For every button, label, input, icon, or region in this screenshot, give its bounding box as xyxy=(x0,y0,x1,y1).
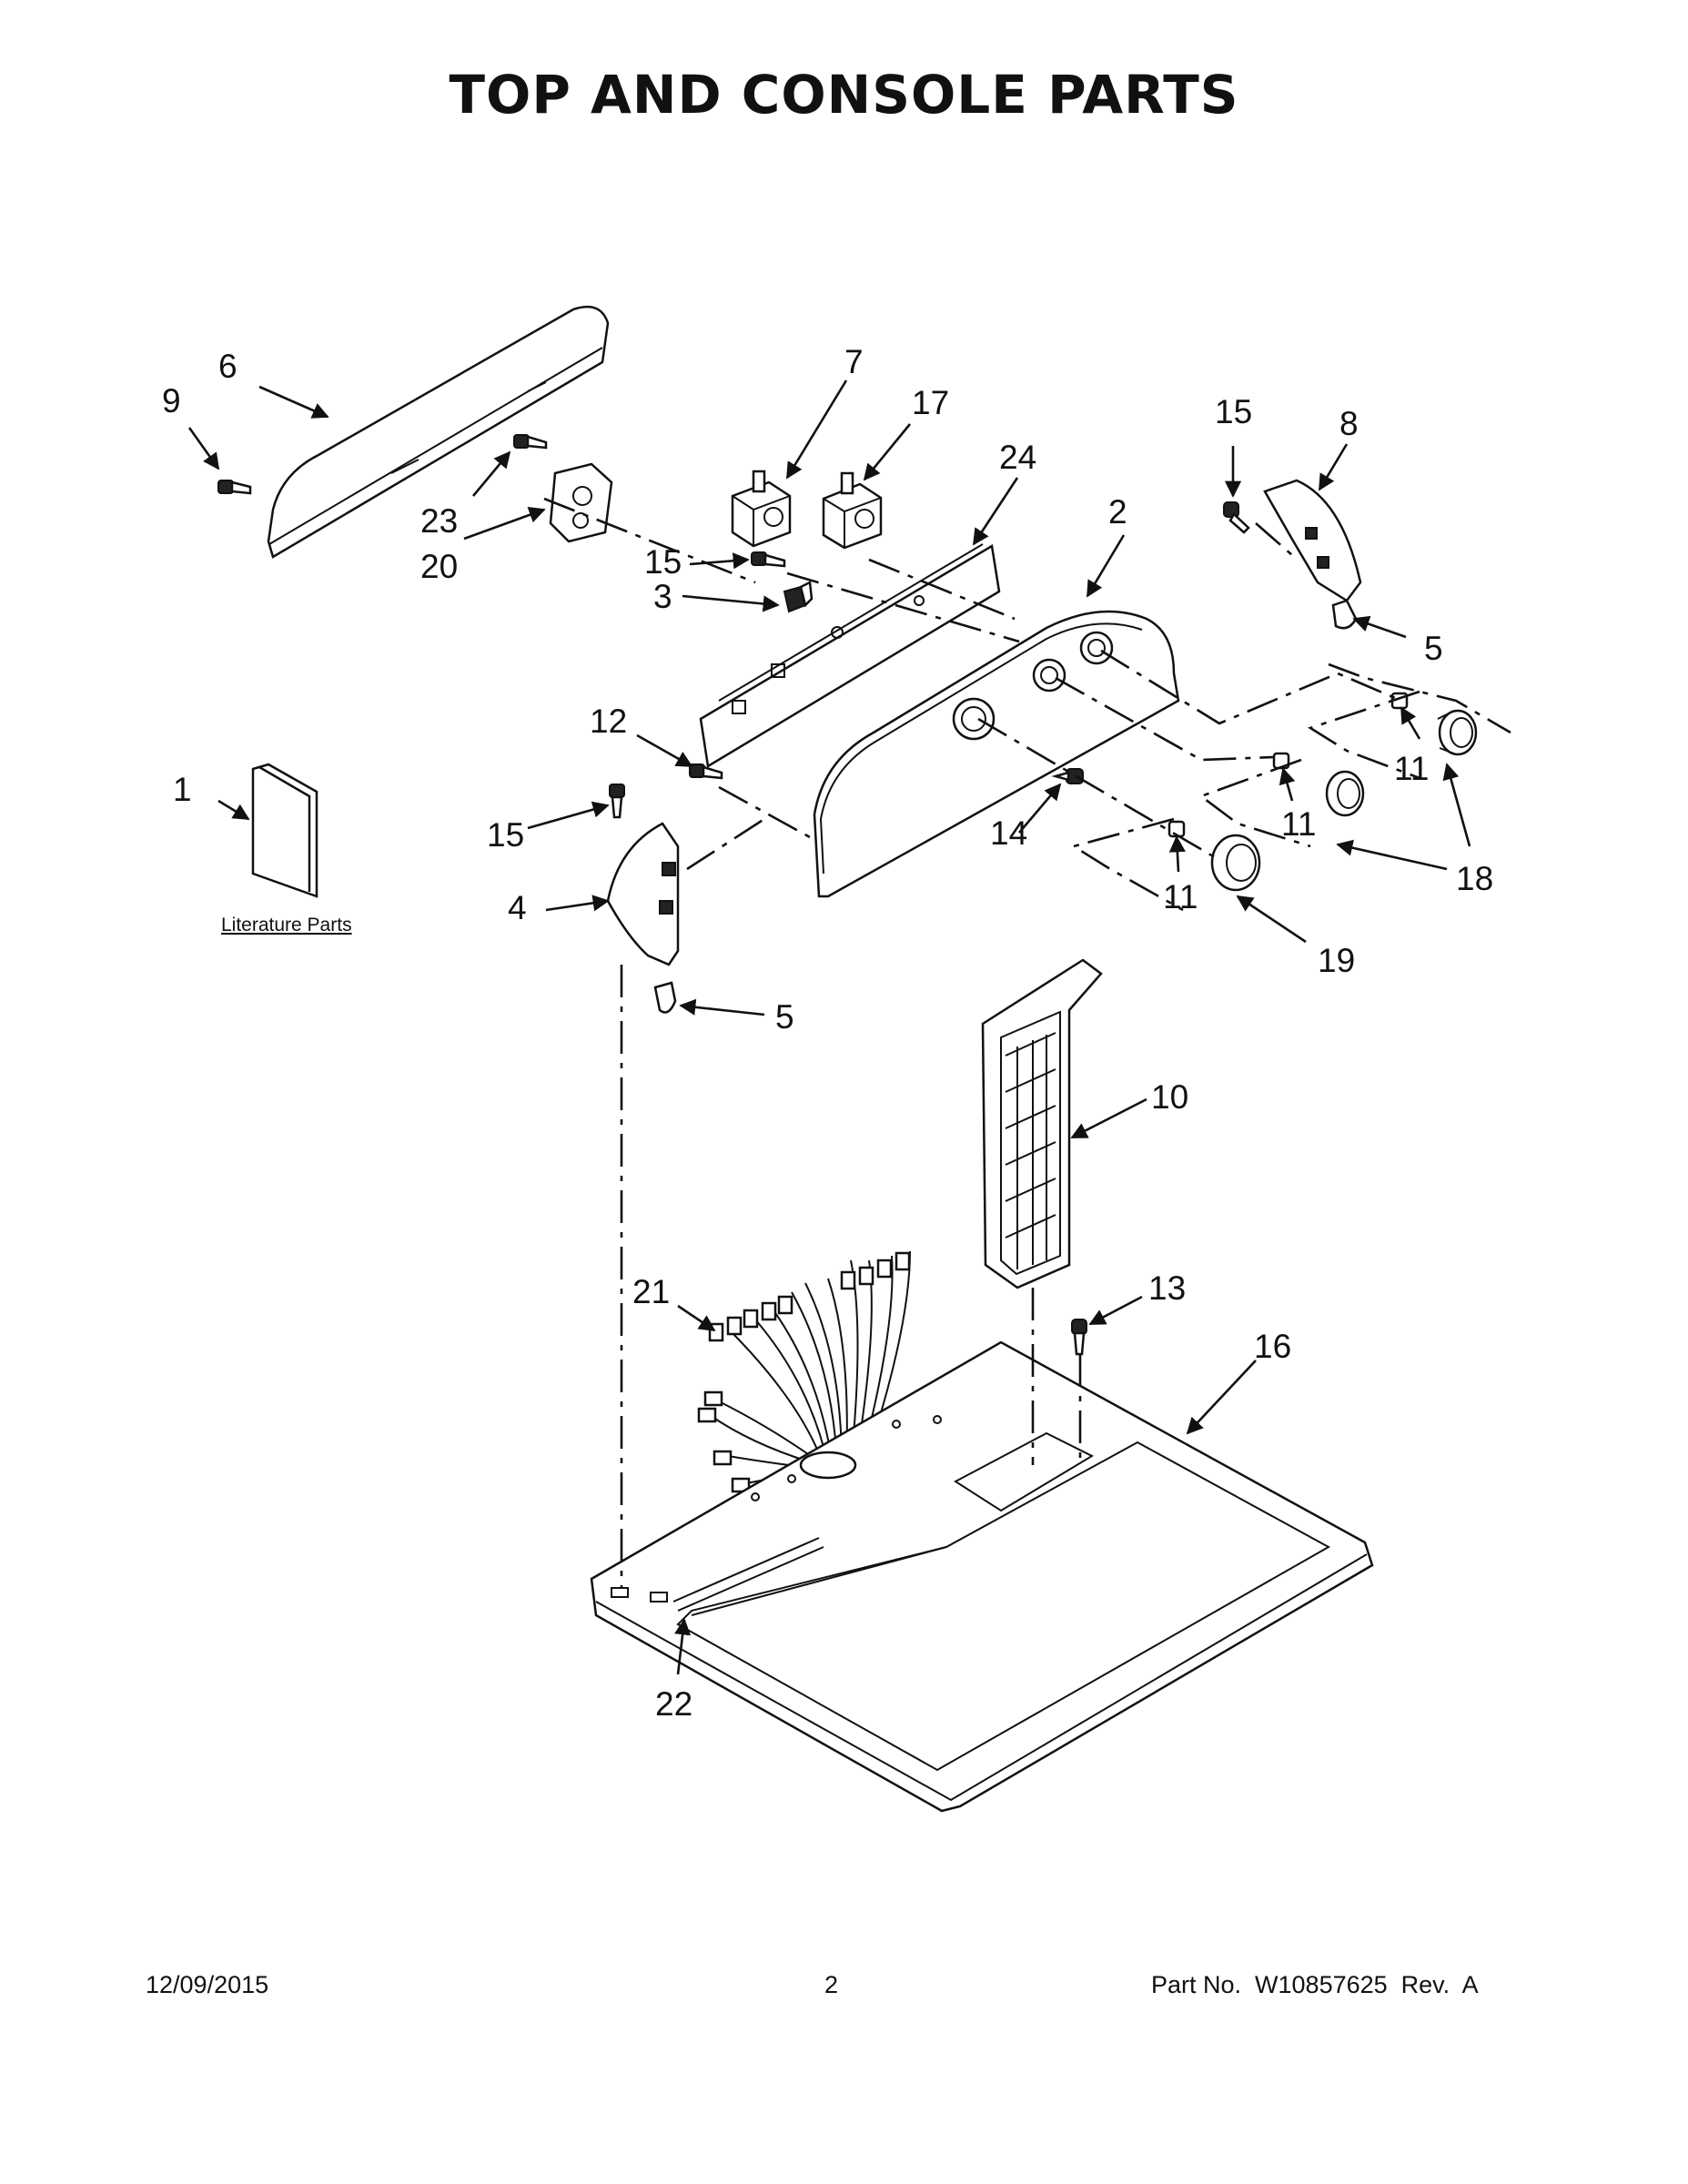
callout-15-left: 15 xyxy=(487,816,524,854)
callout-11-bottom: 11 xyxy=(1163,878,1198,915)
callout-6: 6 xyxy=(218,348,238,385)
callout-7: 7 xyxy=(844,343,864,380)
screw-9 xyxy=(217,480,252,495)
screw-15-left xyxy=(609,784,625,819)
callout-5-right: 5 xyxy=(1424,630,1443,667)
callout-24: 24 xyxy=(999,439,1036,476)
knob-bottom-19 xyxy=(1210,834,1261,892)
screw-15-right xyxy=(1223,501,1250,534)
footer-date: 12/09/2015 xyxy=(146,1971,269,1998)
part-timer-20 xyxy=(549,462,613,543)
part-clip-3 xyxy=(783,581,814,613)
page-title: TOP AND CONSOLE PARTS xyxy=(449,64,1239,126)
footer-part-number: Part No. W10857625 Rev. A xyxy=(1151,1971,1479,1998)
callout-5-left: 5 xyxy=(775,998,794,1036)
literature-parts-label: Literature Parts xyxy=(221,915,352,935)
callout-19: 19 xyxy=(1318,942,1355,979)
part-wire-harness-21 xyxy=(697,1250,911,1493)
callout-8: 8 xyxy=(1339,405,1359,442)
callout-11-top: 11 xyxy=(1394,750,1429,787)
callout-13: 13 xyxy=(1148,1269,1186,1307)
part-console-2 xyxy=(813,610,1180,898)
part-rear-console-panel xyxy=(267,305,610,559)
part-clip-5-right xyxy=(1331,599,1358,630)
callout-11-middle: 11 xyxy=(1281,805,1316,843)
callout-12: 12 xyxy=(590,703,627,740)
screw-13 xyxy=(1071,1319,1087,1356)
part-clip-5-left xyxy=(653,981,677,1014)
screw-23 xyxy=(513,434,548,450)
leader-lines xyxy=(187,379,1471,1675)
callout-15-center: 15 xyxy=(644,543,682,581)
knob-top-18 xyxy=(1437,709,1478,756)
callout-14: 14 xyxy=(990,814,1027,852)
callout-18: 18 xyxy=(1456,860,1493,897)
callout-23: 23 xyxy=(420,502,458,540)
part-switch-17 xyxy=(822,471,883,550)
part-switch-7 xyxy=(731,470,792,548)
part-literature-1 xyxy=(251,763,318,898)
part-control-bracket-24 xyxy=(699,543,1001,769)
callout-3: 3 xyxy=(653,578,672,615)
callout-9: 9 xyxy=(162,382,181,420)
callout-2: 2 xyxy=(1108,493,1127,531)
screw-15-center xyxy=(751,551,786,568)
callout-15-right: 15 xyxy=(1215,393,1252,430)
assembly-lines xyxy=(543,497,1511,1588)
callout-10: 10 xyxy=(1151,1078,1188,1116)
part-end-cap-8 xyxy=(1263,479,1362,602)
callout-17: 17 xyxy=(912,384,949,421)
knob-middle-18 xyxy=(1325,770,1365,817)
screw-12 xyxy=(689,763,723,780)
callout-1: 1 xyxy=(173,771,192,808)
part-end-cap-4 xyxy=(606,822,680,966)
callout-22: 22 xyxy=(655,1685,692,1723)
footer-page-number: 2 xyxy=(824,1971,839,1998)
callout-20: 20 xyxy=(420,548,458,585)
callout-21: 21 xyxy=(632,1273,670,1310)
callout-16: 16 xyxy=(1254,1328,1291,1365)
screw-14 xyxy=(1051,768,1084,784)
part-top-16 xyxy=(590,1340,1374,1813)
callout-labels: 6 9 23 20 7 17 24 2 15 3 12 15 4 5 15 8 … xyxy=(162,343,1493,1723)
part-lint-screen-10 xyxy=(981,958,1103,1289)
callout-4: 4 xyxy=(508,889,527,926)
